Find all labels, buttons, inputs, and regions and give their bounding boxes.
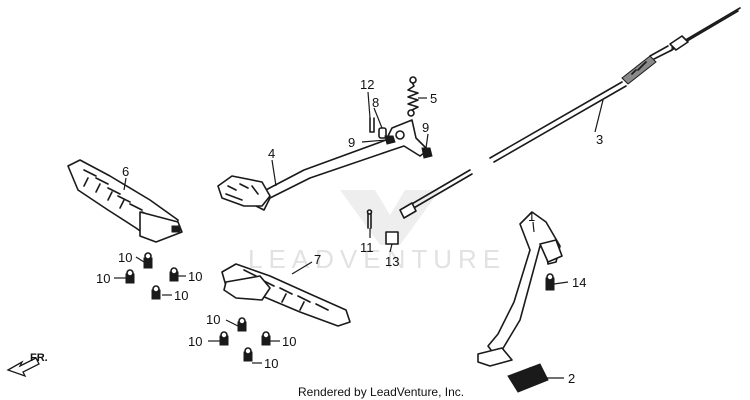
lever-part-1[interactable] <box>477 211 563 367</box>
spring-part-5[interactable] <box>407 76 419 117</box>
watermark-logo <box>340 190 440 245</box>
callout-1: 1 <box>528 209 535 224</box>
callout-10-g: 10 <box>282 334 296 349</box>
joint-part-13[interactable] <box>385 231 399 245</box>
pedal-rubber-part-2[interactable] <box>507 363 549 393</box>
callout-14: 14 <box>572 275 586 290</box>
callout-13: 13 <box>385 254 399 269</box>
callout-7: 7 <box>314 252 321 267</box>
callout-5: 5 <box>430 91 437 106</box>
footpeg-part-7[interactable] <box>221 263 351 327</box>
callout-10-d: 10 <box>174 288 188 303</box>
bolt-part-14[interactable] <box>545 273 555 291</box>
callout-10-e: 10 <box>206 312 220 327</box>
cotter-pin-part-12[interactable] <box>369 117 375 133</box>
callout-4: 4 <box>268 146 275 161</box>
footer-credit: Rendered by LeadVenture, Inc. <box>298 385 464 399</box>
bolt-part-10-f[interactable] <box>219 331 229 346</box>
joint-pin-part-8[interactable] <box>378 127 387 139</box>
bolt-part-10-a[interactable] <box>143 252 153 269</box>
direction-label: FR. <box>30 352 48 364</box>
callout-10-a: 10 <box>118 250 132 265</box>
callout-6: 6 <box>122 164 129 179</box>
callout-9-left: 9 <box>348 135 355 150</box>
callout-10-h: 10 <box>264 356 278 371</box>
bolt-part-10-d[interactable] <box>151 285 161 300</box>
nut-part-9-right[interactable] <box>421 147 433 159</box>
bolt-part-10-c[interactable] <box>169 267 179 282</box>
watermark-text: LEADVENTURE <box>248 244 506 274</box>
cotter-pin-part-11[interactable] <box>366 209 373 229</box>
callout-12: 12 <box>360 77 374 92</box>
nut-part-9-left[interactable] <box>384 135 396 145</box>
callout-8: 8 <box>372 95 379 110</box>
bolt-part-10-g[interactable] <box>261 331 271 346</box>
callout-9-right: 9 <box>422 120 429 135</box>
callout-10-b: 10 <box>96 271 110 286</box>
bolt-part-10-h[interactable] <box>243 347 253 362</box>
callout-3: 3 <box>596 132 603 147</box>
bolt-part-10-b[interactable] <box>125 269 135 284</box>
leader-lines <box>114 91 604 379</box>
brake-rod-part-3[interactable] <box>399 7 741 219</box>
callout-10-f: 10 <box>188 334 202 349</box>
brake-pedal-part-4[interactable] <box>217 119 429 211</box>
callout-11: 11 <box>360 240 374 255</box>
callout-2: 2 <box>568 371 575 386</box>
front-direction-arrow-icon <box>6 357 40 378</box>
bolt-part-10-e[interactable] <box>237 317 247 332</box>
callout-10-c: 10 <box>188 269 202 284</box>
footpeg-part-6[interactable] <box>67 159 183 243</box>
